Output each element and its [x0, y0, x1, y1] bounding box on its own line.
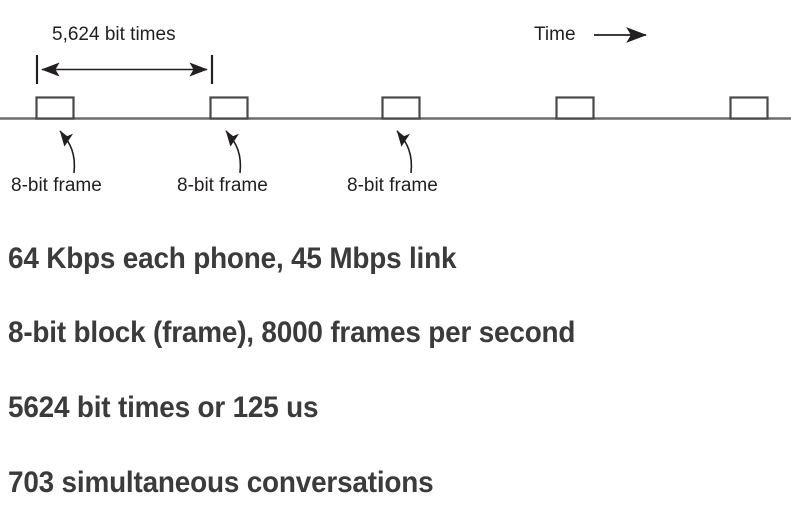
frame-box-3: [381, 96, 421, 120]
statement-line-2: 8-bit block (frame), 8000 frames per sec…: [8, 316, 576, 349]
callout-leader-2: [225, 130, 242, 174]
frame-box-5: [729, 96, 769, 120]
statement-line-3: 5624 bit times or 125 us: [8, 391, 319, 424]
span-measure-label: 5,624 bit times: [52, 24, 176, 45]
statement-line-4: 703 simultaneous conversations: [8, 466, 434, 499]
statement-line-1: 64 Kbps each phone, 45 Mbps link: [8, 242, 457, 275]
frame-box-1: [35, 96, 75, 120]
frame-callout-label-3: 8-bit frame: [347, 175, 438, 196]
callout-leader-3: [396, 130, 413, 174]
frame-callout-label-1: 8-bit frame: [11, 175, 102, 196]
diagram-graphics: [0, 27, 791, 174]
callout-leader-1: [59, 130, 76, 174]
frame-box-2: [209, 96, 249, 120]
frame-box-4: [555, 96, 595, 120]
time-axis-label: Time: [534, 24, 576, 45]
frame-callout-label-2: 8-bit frame: [177, 175, 268, 196]
